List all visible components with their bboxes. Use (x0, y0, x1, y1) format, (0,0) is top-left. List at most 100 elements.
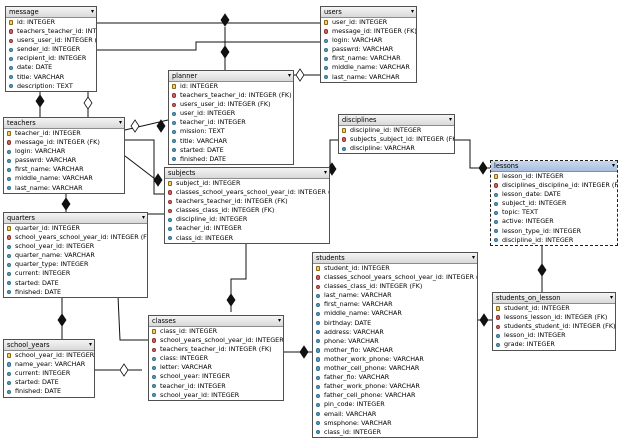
table-column-row[interactable]: lesson_date: DATE (491, 190, 617, 199)
table-column-row[interactable]: description: TEXT (6, 82, 96, 91)
table-column-row[interactable]: student_id: INTEGER (313, 264, 477, 273)
table-column-row[interactable]: student_id: INTEGER (493, 304, 615, 313)
table-column-row[interactable]: father_fio: VARCHAR (313, 373, 477, 382)
table-title[interactable]: users▾ (321, 7, 416, 18)
table-column-row[interactable]: middle_name: VARCHAR (313, 309, 477, 318)
table-column-row[interactable]: recipient_id: INTEGER (6, 54, 96, 63)
table-column-row[interactable]: started: DATE (4, 378, 94, 387)
table-column-row[interactable]: topic: TEXT (491, 208, 617, 217)
chevron-down-icon[interactable]: ▾ (118, 119, 122, 126)
table-column-row[interactable]: users_user_id: INTEGER (FK) (169, 100, 293, 109)
table-column-row[interactable]: father_cell_phone: VARCHAR (313, 391, 477, 400)
table-column-row[interactable]: finished: DATE (4, 387, 94, 396)
table-column-row[interactable]: started: DATE (4, 279, 147, 288)
table-column-row[interactable]: disciplines_discipline_id: INTEGER (FK) (491, 181, 617, 190)
table-column-row[interactable]: teacher_id: INTEGER (149, 382, 283, 391)
table-column-row[interactable]: middle_name: VARCHAR (4, 174, 124, 183)
table-column-row[interactable]: classes_school_years_school_year_id: INT… (313, 273, 477, 282)
table-column-row[interactable]: teachers_teacher_id: INTEGER (FK) (169, 91, 293, 100)
table-column-row[interactable]: father_work_phone: VARCHAR (313, 382, 477, 391)
table-column-row[interactable]: school_year_id: INTEGER (4, 242, 147, 251)
table-column-row[interactable]: teachers_teacher_id: INTEGER (FK) (149, 345, 283, 354)
table-column-row[interactable]: mother_cell_phone: VARCHAR (313, 364, 477, 373)
table-title[interactable]: planner▾ (169, 71, 293, 82)
table-column-row[interactable]: id: INTEGER (169, 82, 293, 91)
table-column-row[interactable]: lessons_lesson_id: INTEGER (FK) (493, 313, 615, 322)
table-column-row[interactable]: name_year: VARCHAR (4, 360, 94, 369)
table-column-row[interactable]: quarter_type: INTEGER (4, 260, 147, 269)
table-column-row[interactable]: title: VARCHAR (169, 137, 293, 146)
table-column-row[interactable]: message_id: INTEGER (FK) (321, 27, 416, 36)
chevron-down-icon[interactable]: ▾ (90, 8, 94, 15)
chevron-down-icon[interactable]: ▾ (609, 294, 613, 301)
table-column-row[interactable]: users_user_id: INTEGER (FK) (6, 36, 96, 45)
table-column-row[interactable]: students_student_id: INTEGER (FK) (493, 322, 615, 331)
table-column-row[interactable]: classes_class_id: INTEGER (FK) (165, 206, 329, 215)
table-column-row[interactable]: class_id: INTEGER (313, 428, 477, 437)
table-column-row[interactable]: grade: INTEGER (493, 340, 615, 349)
table-column-row[interactable]: phone: VARCHAR (313, 337, 477, 346)
table-title[interactable]: teachers▾ (4, 118, 124, 129)
table-column-row[interactable]: discipline_id: INTEGER (165, 215, 329, 224)
chevron-down-icon[interactable]: ▾ (410, 8, 414, 15)
table-title[interactable]: disciplines▾ (339, 115, 454, 126)
table-column-row[interactable]: lesson_type_id: INTEGER (491, 227, 617, 236)
table-column-row[interactable]: login: VARCHAR (321, 36, 416, 45)
table-column-row[interactable]: finished: DATE (4, 288, 147, 297)
table-column-row[interactable]: class_id: INTEGER (149, 327, 283, 336)
table-title[interactable]: quarters▾ (4, 213, 147, 224)
table-column-row[interactable]: school_year: INTEGER (149, 372, 283, 381)
table-column-row[interactable]: discipline_id: INTEGER (339, 126, 454, 135)
chevron-down-icon[interactable]: ▾ (611, 162, 615, 169)
table-column-row[interactable]: school_years_school_year_id: INTEGER (FK… (4, 233, 147, 242)
table-column-row[interactable]: login: VARCHAR (4, 147, 124, 156)
table-column-row[interactable]: teachers_teacher_id: INTEGER (FK) (165, 197, 329, 206)
table-column-row[interactable]: class_id: INTEGER (165, 234, 329, 243)
table-column-row[interactable]: discipline_id: INTEGER (491, 236, 617, 245)
table-column-row[interactable]: mission: TEXT (169, 127, 293, 136)
table-column-row[interactable]: user_id: INTEGER (321, 18, 416, 27)
table-column-row[interactable]: id: INTEGER (6, 18, 96, 27)
table-column-row[interactable]: smsphone: VARCHAR (313, 419, 477, 428)
table-title[interactable]: students▾ (313, 253, 477, 264)
table-column-row[interactable]: active: INTEGER (491, 217, 617, 226)
table-column-row[interactable]: school_year_id: INTEGER (149, 391, 283, 400)
table-column-row[interactable]: started: DATE (169, 146, 293, 155)
table-column-row[interactable]: last_name: VARCHAR (4, 184, 124, 193)
table-column-row[interactable]: passwrd: VARCHAR (4, 156, 124, 165)
chevron-down-icon[interactable]: ▾ (323, 169, 327, 176)
table-column-row[interactable]: quarter_name: VARCHAR (4, 251, 147, 260)
table-title[interactable]: subjects▾ (165, 168, 329, 179)
table-column-row[interactable]: letter: VARCHAR (149, 363, 283, 372)
chevron-down-icon[interactable]: ▾ (448, 116, 452, 123)
table-column-row[interactable]: school_year_id: INTEGER (4, 351, 94, 360)
table-column-row[interactable]: subjects_subject_id: INTEGER (FK) (339, 135, 454, 144)
table-column-row[interactable]: last_name: VARCHAR (313, 291, 477, 300)
table-column-row[interactable]: quarter_id: INTEGER (4, 224, 147, 233)
table-column-row[interactable]: passwrd: VARCHAR (321, 45, 416, 54)
table-column-row[interactable]: school_years_school_year_id: INTEGER (FK… (149, 336, 283, 345)
table-column-row[interactable]: message_id: INTEGER (FK) (4, 138, 124, 147)
chevron-down-icon[interactable]: ▾ (277, 317, 281, 324)
table-column-row[interactable]: address: VARCHAR (313, 328, 477, 337)
table-column-row[interactable]: classes_class_id: INTEGER (FK) (313, 282, 477, 291)
chevron-down-icon[interactable]: ▾ (471, 254, 475, 261)
table-column-row[interactable]: birthday: DATE (313, 319, 477, 328)
table-title[interactable]: lessons▾ (491, 161, 617, 172)
table-column-row[interactable]: user_id: INTEGER (169, 109, 293, 118)
table-column-row[interactable]: pin_code: INTEGER (313, 400, 477, 409)
table-column-row[interactable]: middle_name: VARCHAR (321, 63, 416, 72)
table-column-row[interactable]: lesson_id: INTEGER (491, 172, 617, 181)
table-title[interactable]: students_on_lesson▾ (493, 293, 615, 304)
table-column-row[interactable]: teacher_id: INTEGER (169, 118, 293, 127)
